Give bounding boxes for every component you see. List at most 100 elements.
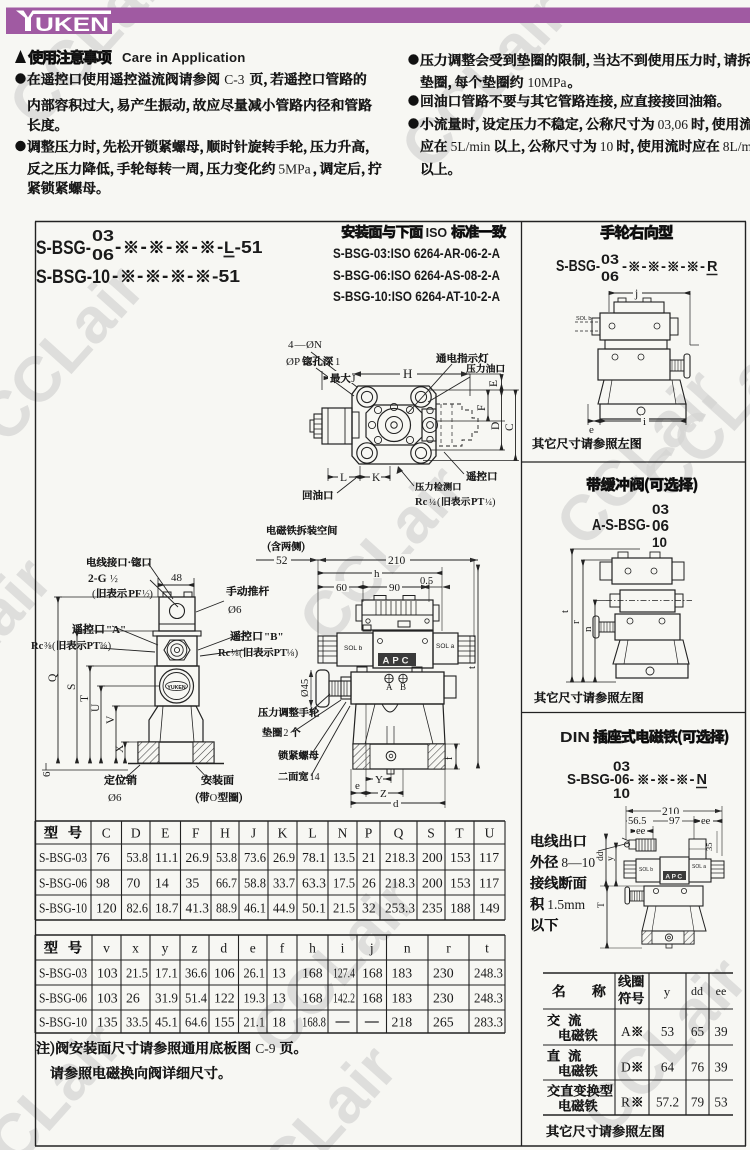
svg-text:J: J bbox=[251, 826, 256, 841]
svg-text:60: 60 bbox=[336, 582, 348, 594]
svg-text:13: 13 bbox=[272, 966, 286, 981]
svg-text:18: 18 bbox=[272, 1015, 286, 1030]
svg-text:183: 183 bbox=[392, 966, 413, 981]
svg-text:e: e bbox=[250, 941, 256, 956]
svg-text:230: 230 bbox=[433, 991, 454, 1006]
svg-text:19.3: 19.3 bbox=[244, 991, 266, 1006]
svg-text:-: - bbox=[115, 237, 121, 258]
svg-text:S-BSG-06:ISO 6264-AS-08-2-A: S-BSG-06:ISO 6264-AS-08-2-A bbox=[333, 268, 500, 283]
svg-text:235: 235 bbox=[422, 901, 443, 916]
svg-text:E: E bbox=[488, 380, 500, 387]
svg-text:283.3: 283.3 bbox=[474, 1015, 503, 1030]
svg-text:153: 153 bbox=[450, 850, 471, 865]
svg-text:120: 120 bbox=[96, 901, 117, 916]
svg-text:⅜: ⅜ bbox=[100, 641, 108, 652]
svg-text:10MPa: 10MPa bbox=[528, 75, 567, 90]
svg-text:S-BSG-06: S-BSG-06 bbox=[39, 991, 87, 1006]
svg-text:33.5: 33.5 bbox=[126, 1015, 148, 1030]
svg-text:t: t bbox=[466, 666, 478, 669]
svg-text:-: - bbox=[670, 771, 675, 788]
svg-text:): ) bbox=[108, 641, 112, 652]
svg-text:R: R bbox=[621, 1095, 630, 1110]
svg-text:L: L bbox=[308, 826, 316, 841]
svg-text:U: U bbox=[90, 703, 102, 712]
svg-text:S-BSG-10: S-BSG-10 bbox=[39, 901, 87, 916]
svg-text:P: P bbox=[365, 826, 373, 841]
svg-text:32: 32 bbox=[362, 901, 376, 916]
svg-text:36.6: 36.6 bbox=[185, 966, 207, 981]
svg-text:26.9: 26.9 bbox=[273, 850, 295, 865]
svg-text:n: n bbox=[582, 626, 594, 632]
svg-text:103: 103 bbox=[97, 966, 118, 981]
svg-text:248.3: 248.3 bbox=[474, 991, 503, 1006]
svg-text:35: 35 bbox=[186, 876, 200, 891]
svg-text:PT: PT bbox=[274, 648, 287, 659]
svg-text:r: r bbox=[570, 620, 582, 624]
svg-text:253.3: 253.3 bbox=[385, 901, 415, 916]
svg-text:06: 06 bbox=[92, 247, 114, 264]
svg-text:SOL b: SOL b bbox=[639, 867, 653, 873]
svg-text:06: 06 bbox=[652, 518, 669, 535]
svg-text:S-BSG-03: S-BSG-03 bbox=[39, 850, 87, 865]
svg-text:½: ½ bbox=[110, 574, 118, 585]
svg-text:S-BSG-: S-BSG- bbox=[36, 238, 91, 259]
svg-text:218: 218 bbox=[392, 1015, 413, 1030]
svg-text:d: d bbox=[220, 941, 227, 956]
svg-text:122: 122 bbox=[214, 991, 235, 1006]
svg-text:1.5mm: 1.5mm bbox=[547, 897, 585, 912]
svg-text:218.3: 218.3 bbox=[385, 876, 415, 891]
svg-text:31.9: 31.9 bbox=[155, 991, 178, 1006]
svg-text:H: H bbox=[403, 366, 412, 381]
svg-text:DIN: DIN bbox=[560, 730, 590, 746]
svg-text:14: 14 bbox=[310, 772, 320, 783]
svg-text:½: ½ bbox=[142, 589, 150, 600]
svg-text:8L/m: 8L/m bbox=[723, 139, 750, 154]
svg-text:r: r bbox=[446, 941, 451, 956]
svg-text:N: N bbox=[697, 772, 707, 788]
svg-text:e: e bbox=[355, 780, 360, 792]
svg-text:Y: Y bbox=[375, 774, 383, 786]
svg-text:-: - bbox=[141, 237, 147, 258]
svg-text:51.4: 51.4 bbox=[185, 991, 207, 1006]
svg-text:C: C bbox=[102, 826, 111, 841]
svg-text:18.7: 18.7 bbox=[155, 901, 179, 916]
svg-text:50.1: 50.1 bbox=[302, 901, 326, 916]
svg-text:17.1: 17.1 bbox=[155, 966, 178, 981]
svg-text:26.1: 26.1 bbox=[244, 966, 266, 981]
svg-text:D: D bbox=[621, 1060, 631, 1075]
svg-text:65: 65 bbox=[691, 1024, 705, 1039]
svg-text:03,06: 03,06 bbox=[658, 117, 689, 132]
svg-text:13: 13 bbox=[272, 991, 286, 1006]
svg-text:10: 10 bbox=[652, 534, 667, 550]
svg-text:6: 6 bbox=[41, 771, 53, 777]
svg-text:A: A bbox=[621, 1024, 631, 1039]
svg-text:73.6: 73.6 bbox=[244, 850, 266, 865]
svg-text:41.3: 41.3 bbox=[186, 901, 210, 916]
svg-text:y: y bbox=[664, 984, 671, 999]
svg-text:03: 03 bbox=[613, 759, 631, 774]
svg-text:APC: APC bbox=[382, 656, 411, 667]
svg-text:168: 168 bbox=[362, 966, 383, 981]
svg-text:48: 48 bbox=[171, 572, 183, 584]
svg-text:F: F bbox=[476, 405, 488, 411]
svg-text:127.4: 127.4 bbox=[333, 966, 355, 981]
svg-text:(: ( bbox=[437, 497, 441, 508]
svg-text:1: 1 bbox=[335, 357, 340, 368]
svg-text:57.2: 57.2 bbox=[656, 1095, 679, 1110]
svg-text:26: 26 bbox=[362, 876, 376, 891]
svg-text:"A": "A" bbox=[106, 624, 126, 636]
svg-text:N: N bbox=[338, 826, 348, 841]
svg-text:U: U bbox=[485, 826, 495, 841]
svg-text:26: 26 bbox=[126, 991, 140, 1006]
svg-text:): ) bbox=[149, 588, 153, 600]
svg-text:B: B bbox=[400, 682, 406, 692]
svg-text:—: — bbox=[294, 339, 307, 351]
svg-text:-: - bbox=[137, 266, 143, 287]
svg-text:11.1: 11.1 bbox=[155, 850, 179, 865]
svg-text:(: ( bbox=[239, 648, 243, 659]
svg-text:d: d bbox=[393, 798, 399, 810]
svg-text:-: - bbox=[661, 258, 666, 275]
svg-text:R: R bbox=[707, 259, 718, 275]
svg-text:S-BSG-10:ISO 6264-AT-10-2-A: S-BSG-10:ISO 6264-AT-10-2-A bbox=[333, 289, 500, 304]
svg-text:17.5: 17.5 bbox=[333, 876, 355, 891]
